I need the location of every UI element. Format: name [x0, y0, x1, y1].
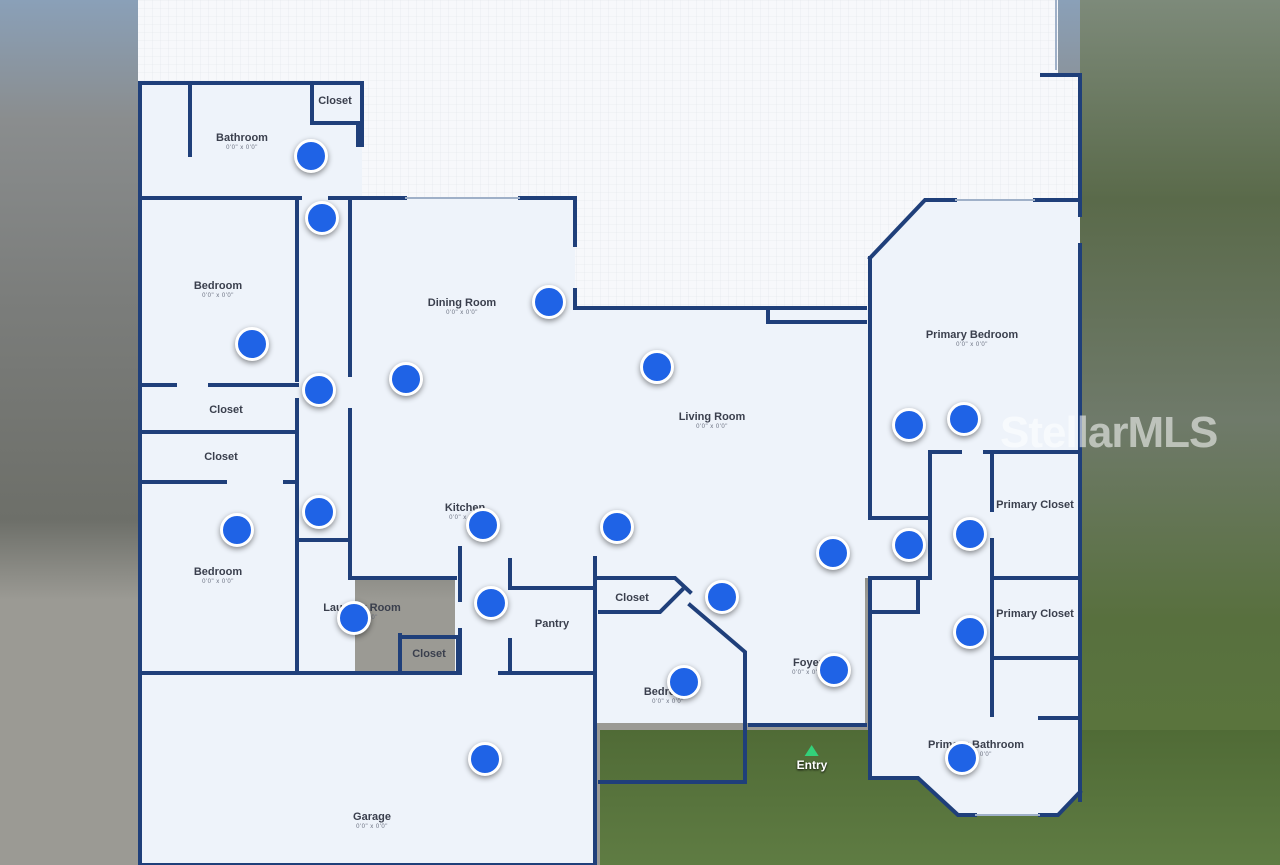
hotspot-hall-bottom[interactable] [302, 495, 336, 529]
hotspot-kitchen-island[interactable] [600, 510, 634, 544]
background-foliage [1080, 0, 1280, 865]
hotspot-bathroom[interactable] [294, 139, 328, 173]
entry-marker[interactable]: Entry [796, 745, 828, 772]
hotspot-primary-bedroom-2[interactable] [947, 402, 981, 436]
room-label-closet-2: Closet [204, 451, 238, 463]
hotspot-living[interactable] [640, 350, 674, 384]
hotspot-primary-hall[interactable] [892, 528, 926, 562]
hotspot-primary-bedroom-1[interactable] [892, 408, 926, 442]
hotspot-bedroom-top[interactable] [235, 327, 269, 361]
room-floors [140, 83, 1080, 865]
hotspot-primary-closet-1[interactable] [953, 517, 987, 551]
hotspot-primary-bathroom[interactable] [945, 741, 979, 775]
hotspot-dining-door[interactable] [532, 285, 566, 319]
hotspot-bedroom-bottom[interactable] [220, 513, 254, 547]
hotspot-dining[interactable] [389, 362, 423, 396]
room-label-closet-mid: Closet [615, 592, 649, 604]
room-label-primary-closet-1: Primary Closet [996, 499, 1074, 511]
room-label-closet-laundry: Closet [412, 648, 446, 660]
room-label-primary-closet-2: Primary Closet [996, 608, 1074, 620]
hotspot-laundry[interactable] [337, 601, 371, 635]
hotspot-kitchen[interactable] [466, 508, 500, 542]
hotspot-garage[interactable] [468, 742, 502, 776]
entry-arrow-icon [805, 745, 819, 756]
hotspot-primary-closet-2[interactable] [953, 615, 987, 649]
hotspot-living-front[interactable] [816, 536, 850, 570]
room-label-closet-top: Closet [318, 95, 352, 107]
watermark-logo: StellarMLS [1000, 408, 1218, 457]
hotspot-foyer-hall[interactable] [705, 580, 739, 614]
entry-label: Entry [796, 758, 828, 772]
hotspot-kitchen-hall[interactable] [474, 586, 508, 620]
walls [138, 73, 1083, 865]
hotspot-foyer[interactable] [817, 653, 851, 687]
hotspot-bedroom-mid[interactable] [667, 665, 701, 699]
room-label-closet-1: Closet [209, 404, 243, 416]
room-label-pantry: Pantry [534, 618, 570, 630]
hotspot-hall-top[interactable] [305, 201, 339, 235]
hotspot-hall-mid[interactable] [302, 373, 336, 407]
